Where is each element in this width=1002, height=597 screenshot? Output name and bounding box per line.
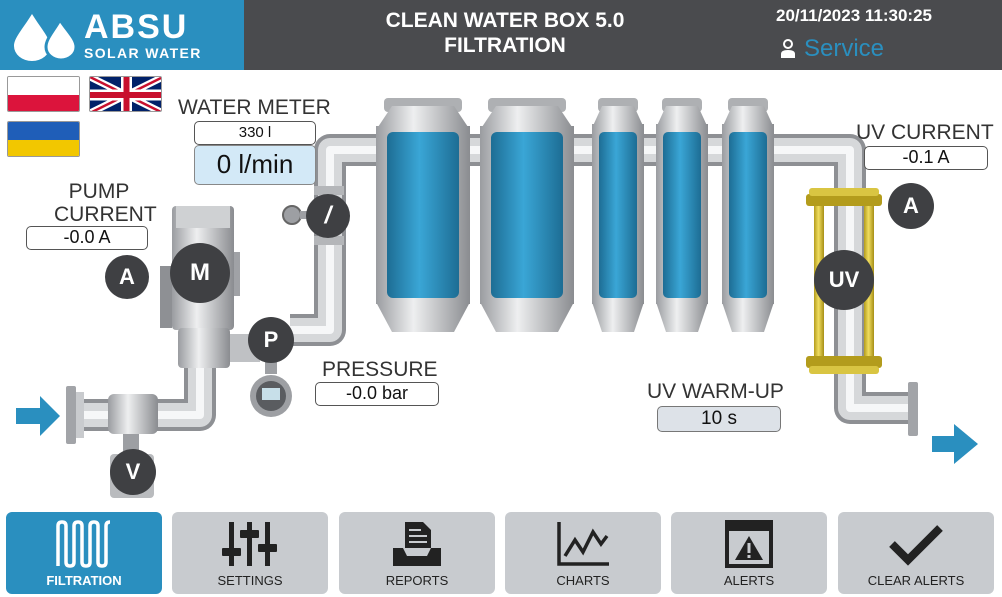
pump-current-label-line1: PUMP	[68, 180, 130, 203]
filtration-icon	[56, 520, 111, 568]
filter-tank-4	[656, 98, 708, 332]
uv-warmup-value: 10 s	[657, 406, 781, 432]
header-bar: ABSU SOLAR WATER CLEAN WATER BOX 5.0 FIL…	[0, 0, 1002, 70]
nav-filtration-label: FILTRATION	[46, 573, 122, 588]
nav-reports-button[interactable]: REPORTS	[339, 512, 495, 594]
bottom-navigation: FILTRATION SETTINGS REPORTS CHARTS ALER	[0, 512, 1002, 597]
uv-ammeter-badge: A	[903, 193, 919, 218]
water-flow-rate-value: 0 l/min	[194, 145, 316, 185]
pressure-label: PRESSURE	[322, 358, 438, 381]
pump-current-label-line2: CURRENT	[54, 203, 157, 226]
checkmark-icon	[889, 525, 943, 566]
uv-warmup-label: UV WARM-UP	[647, 380, 784, 403]
uv-current-label: UV CURRENT	[856, 121, 994, 144]
process-diagram	[16, 98, 978, 498]
water-drops-icon	[14, 14, 78, 62]
language-polish-flag[interactable]	[7, 76, 80, 112]
brand-logo: ABSU SOLAR WATER	[0, 0, 244, 70]
user-account[interactable]: Service	[780, 34, 884, 64]
flow-meter-badge: /	[324, 202, 332, 229]
water-meter-total-value: 330 l	[194, 121, 316, 145]
uv-lamp-badge: UV	[828, 267, 860, 292]
nav-charts-button[interactable]: CHARTS	[505, 512, 661, 594]
brand-tagline: SOLAR WATER	[84, 45, 202, 61]
nav-charts-label: CHARTS	[556, 573, 610, 588]
nav-alerts-button[interactable]: ALERTS	[671, 512, 827, 594]
language-ukrainian-flag[interactable]	[7, 121, 80, 157]
water-meter-label: WATER METER	[178, 96, 331, 119]
outlet-flange	[908, 382, 918, 436]
sliders-icon	[222, 522, 277, 566]
brand-name: ABSU	[84, 8, 189, 46]
inlet-flange	[66, 386, 76, 444]
uv-current-value: -0.1 A	[864, 146, 988, 170]
nav-settings-button[interactable]: SETTINGS	[172, 512, 328, 594]
inlet-flow-arrow-icon	[16, 396, 60, 436]
filter-tank-5	[722, 98, 774, 332]
pump-current-label: PUMP CURRENT	[54, 180, 157, 226]
line-chart-icon	[557, 522, 609, 566]
pump-ammeter-badge: A	[119, 264, 135, 289]
pressure-sensor-badge: P	[263, 327, 279, 352]
user-icon	[781, 39, 795, 58]
page-title-line2: FILTRATION	[444, 34, 566, 57]
pressure-value: -0.0 bar	[315, 382, 439, 406]
filter-tank-1	[376, 98, 470, 332]
pressure-transmitter	[250, 362, 292, 417]
inbox-report-icon	[393, 522, 441, 566]
alert-window-icon	[725, 520, 773, 568]
datetime-display: 20/11/2023 11:30:25	[776, 6, 932, 25]
badge-circles	[105, 183, 934, 495]
nav-settings-label: SETTINGS	[217, 573, 283, 588]
nav-clear-alerts-label: CLEAR ALERTS	[867, 573, 965, 588]
nav-clear-alerts-button[interactable]: CLEAR ALERTS	[838, 512, 994, 594]
filter-tank-2	[480, 98, 574, 332]
nav-alerts-label: ALERTS	[723, 573, 775, 588]
pump-current-value: -0.0 A	[26, 226, 148, 250]
valve-badge: V	[125, 459, 141, 484]
user-role: Service	[804, 35, 885, 62]
language-english-flag[interactable]	[89, 76, 162, 112]
nav-reports-label: REPORTS	[385, 573, 449, 588]
filter-tank-3	[592, 98, 644, 332]
page-title: CLEAN WATER BOX 5.0 FILTRATION	[330, 8, 680, 58]
nav-filtration-button[interactable]: FILTRATION	[6, 512, 162, 594]
motor-badge: M	[190, 259, 210, 286]
outlet-flow-arrow-icon	[932, 424, 978, 464]
page-title-line1: CLEAN WATER BOX 5.0	[385, 9, 625, 32]
